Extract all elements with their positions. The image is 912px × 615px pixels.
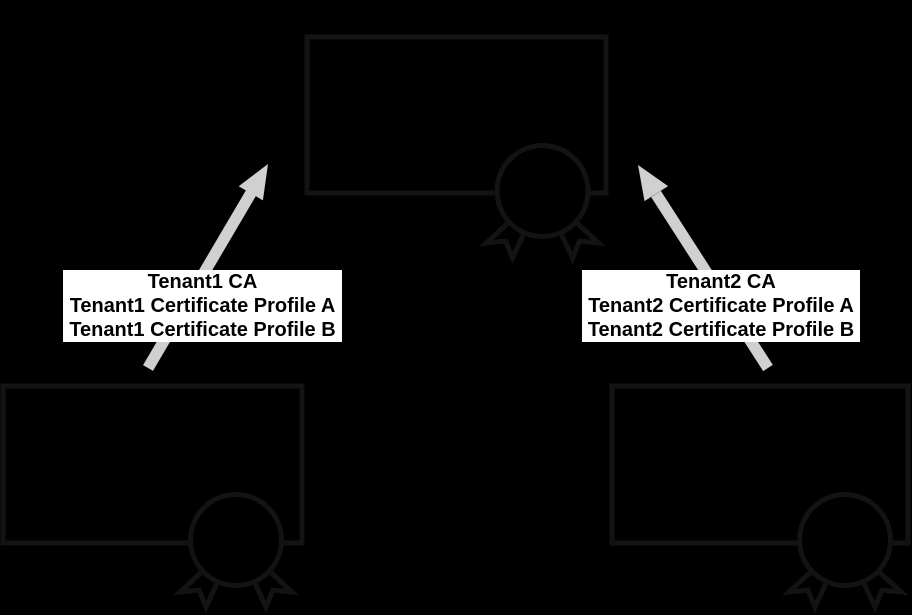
left-arrow-label: Tenant1 CA Tenant1 Certificate Profile A…	[63, 270, 342, 342]
right-arrow-label-line-1: Tenant2 CA	[666, 271, 776, 293]
left-arrow-label-line-3: Tenant1 Certificate Profile B	[69, 319, 336, 341]
bottom-right-certificate-box	[609, 383, 911, 546]
bottom-right-certificate	[609, 383, 911, 614]
right-arrow-head-icon	[638, 165, 669, 202]
left-arrow-label-line-1: Tenant1 CA	[147, 271, 258, 293]
certificate-ribbon-icon	[172, 492, 300, 614]
certificate-ribbon-icon	[781, 492, 909, 614]
top-certificate-box	[304, 34, 609, 196]
right-arrow-label-line-2: Tenant2 Certificate Profile A	[588, 295, 854, 317]
left-arrow-label-line-2: Tenant1 Certificate Profile A	[69, 295, 336, 317]
top-certificate	[304, 34, 609, 265]
right-arrow-label-line-3: Tenant2 Certificate Profile B	[587, 319, 855, 341]
certificate-ribbon-icon	[479, 143, 606, 265]
bottom-left-certificate	[0, 383, 305, 614]
bottom-left-certificate-box	[0, 383, 305, 546]
right-arrow-label: Tenant2 CA Tenant2 Certificate Profile A…	[582, 270, 860, 342]
left-arrow-head-icon	[238, 164, 268, 201]
